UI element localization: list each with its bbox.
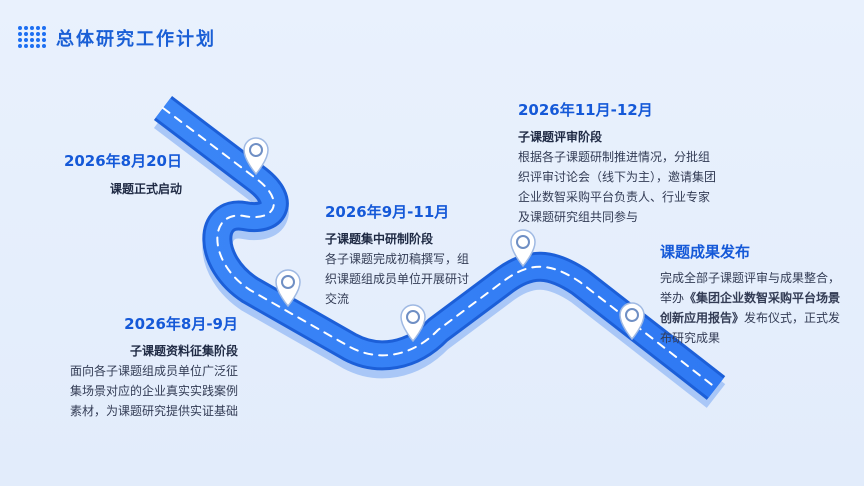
milestone-stage: 课题正式启动: [109, 182, 182, 196]
milestone-drafting: 2026年9月-11月 子课题集中研制阶段 各子课题完成初稿撰写，组织课题组成员…: [325, 201, 475, 309]
milestone-desc: 各子课题完成初稿撰写，组织课题组成员单位开展研讨交流: [325, 252, 470, 306]
report-title: 《集团企业数智采购平台场景创新应用报告》: [660, 291, 841, 325]
location-pin-icon: [400, 304, 426, 343]
location-pin-icon: [510, 229, 536, 268]
milestone-date: 2026年8月-9月: [124, 315, 238, 333]
milestone-title: 课题成果发布: [660, 243, 751, 261]
milestone-review: 2026年11月-12月 子课题评审阶段 根据各子课题研制推进情况，分批组织评审…: [518, 99, 718, 227]
road-center-line: [162, 107, 717, 389]
milestone-stage: 子课题资料征集阶段: [129, 344, 238, 358]
milestone-date: 2026年11月-12月: [518, 101, 653, 119]
dot-grid-icon: [18, 26, 46, 50]
header: 总体研究工作计划: [18, 25, 216, 51]
location-pin-icon: [619, 302, 645, 341]
milestone-release: 课题成果发布 完成全部子课题评审与成果整合，举办《集团企业数智采购平台场景创新应…: [660, 241, 848, 348]
milestone-desc: 面向各子课题组成员单位广泛征集场景对应的企业真实实践案例素材，为课题研究提供实证…: [70, 364, 239, 418]
milestone-date: 2026年9月-11月: [325, 203, 450, 221]
milestone-desc: 完成全部子课题评审与成果整合，举办《集团企业数智采购平台场景创新应用报告》发布仪…: [660, 271, 841, 345]
milestone-desc: 根据各子课题研制推进情况，分批组织评审讨论会（线下为主），邀请集团企业数智采购平…: [518, 150, 717, 224]
milestone-date: 2026年8月20日: [63, 152, 182, 170]
milestone-kickoff: 2026年8月20日 课题正式启动: [40, 150, 182, 197]
milestone-stage: 子课题评审阶段: [518, 130, 603, 144]
location-pin-icon: [243, 137, 269, 176]
milestone-material-collection: 2026年8月-9月 子课题资料征集阶段 面向各子课题组成员单位广泛征集场景对应…: [70, 313, 238, 421]
page-title: 总体研究工作计划: [56, 29, 216, 50]
milestone-stage: 子课题集中研制阶段: [325, 232, 434, 246]
location-pin-icon: [275, 269, 301, 308]
